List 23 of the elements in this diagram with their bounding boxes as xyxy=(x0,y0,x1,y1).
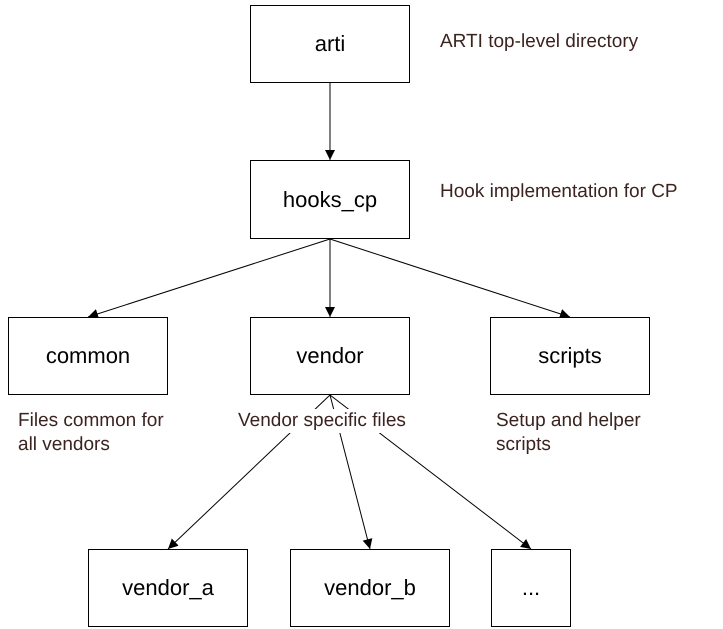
directory-name: scripts xyxy=(538,343,602,369)
directory-name: hooks_cp xyxy=(282,186,378,212)
directory-box xyxy=(290,549,450,627)
directory-box xyxy=(250,317,410,395)
directory-name: vendor_b xyxy=(324,575,416,601)
arrow xyxy=(325,82,335,160)
directory-box xyxy=(250,160,410,239)
directory-name: vendor_a xyxy=(122,575,214,601)
arrow xyxy=(88,238,330,319)
directory-name: ... xyxy=(522,575,540,601)
node-caption: Hook implementation for CP xyxy=(440,180,678,204)
directory-name: arti xyxy=(314,31,346,57)
directory-box xyxy=(8,317,168,395)
directory-box xyxy=(491,549,571,627)
arrow xyxy=(325,238,335,318)
directory-box xyxy=(250,5,410,83)
node-caption: ARTI top-level directory xyxy=(440,30,638,54)
directory-name: vendor xyxy=(296,343,364,369)
directory-box xyxy=(88,549,248,627)
node-caption: Vendor specific files xyxy=(238,409,406,433)
directory-box xyxy=(490,317,650,395)
arrow xyxy=(330,238,570,319)
directory-name: common xyxy=(46,343,130,369)
